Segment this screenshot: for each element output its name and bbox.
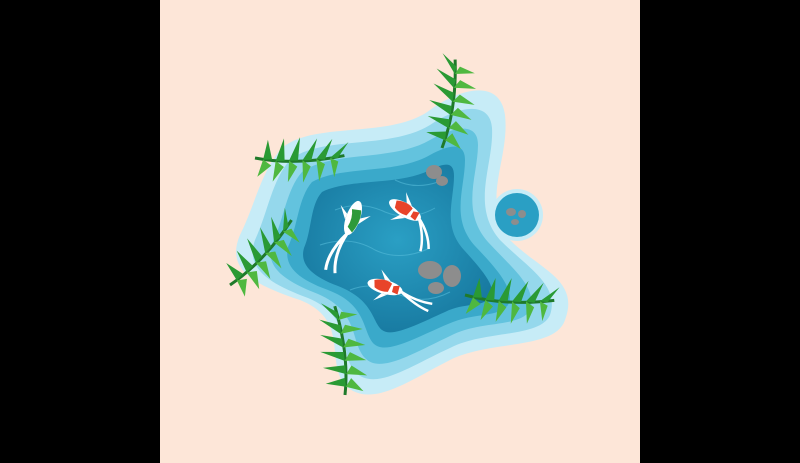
illustration-canvas: [160, 0, 640, 463]
letterbox-left: [0, 0, 160, 463]
pond-stones: [418, 165, 461, 294]
stone: [426, 165, 442, 179]
stone: [418, 261, 442, 279]
stone: [428, 282, 444, 294]
letterbox-right: [640, 0, 800, 463]
koi-fish: [389, 192, 430, 252]
koi-pond-artwork: [160, 0, 640, 463]
small-pool: [491, 189, 543, 241]
water-ripples: [319, 179, 451, 300]
koi-fish: [324, 200, 371, 274]
koi-fish: [367, 269, 433, 313]
stone: [436, 176, 448, 186]
stone: [443, 265, 461, 287]
